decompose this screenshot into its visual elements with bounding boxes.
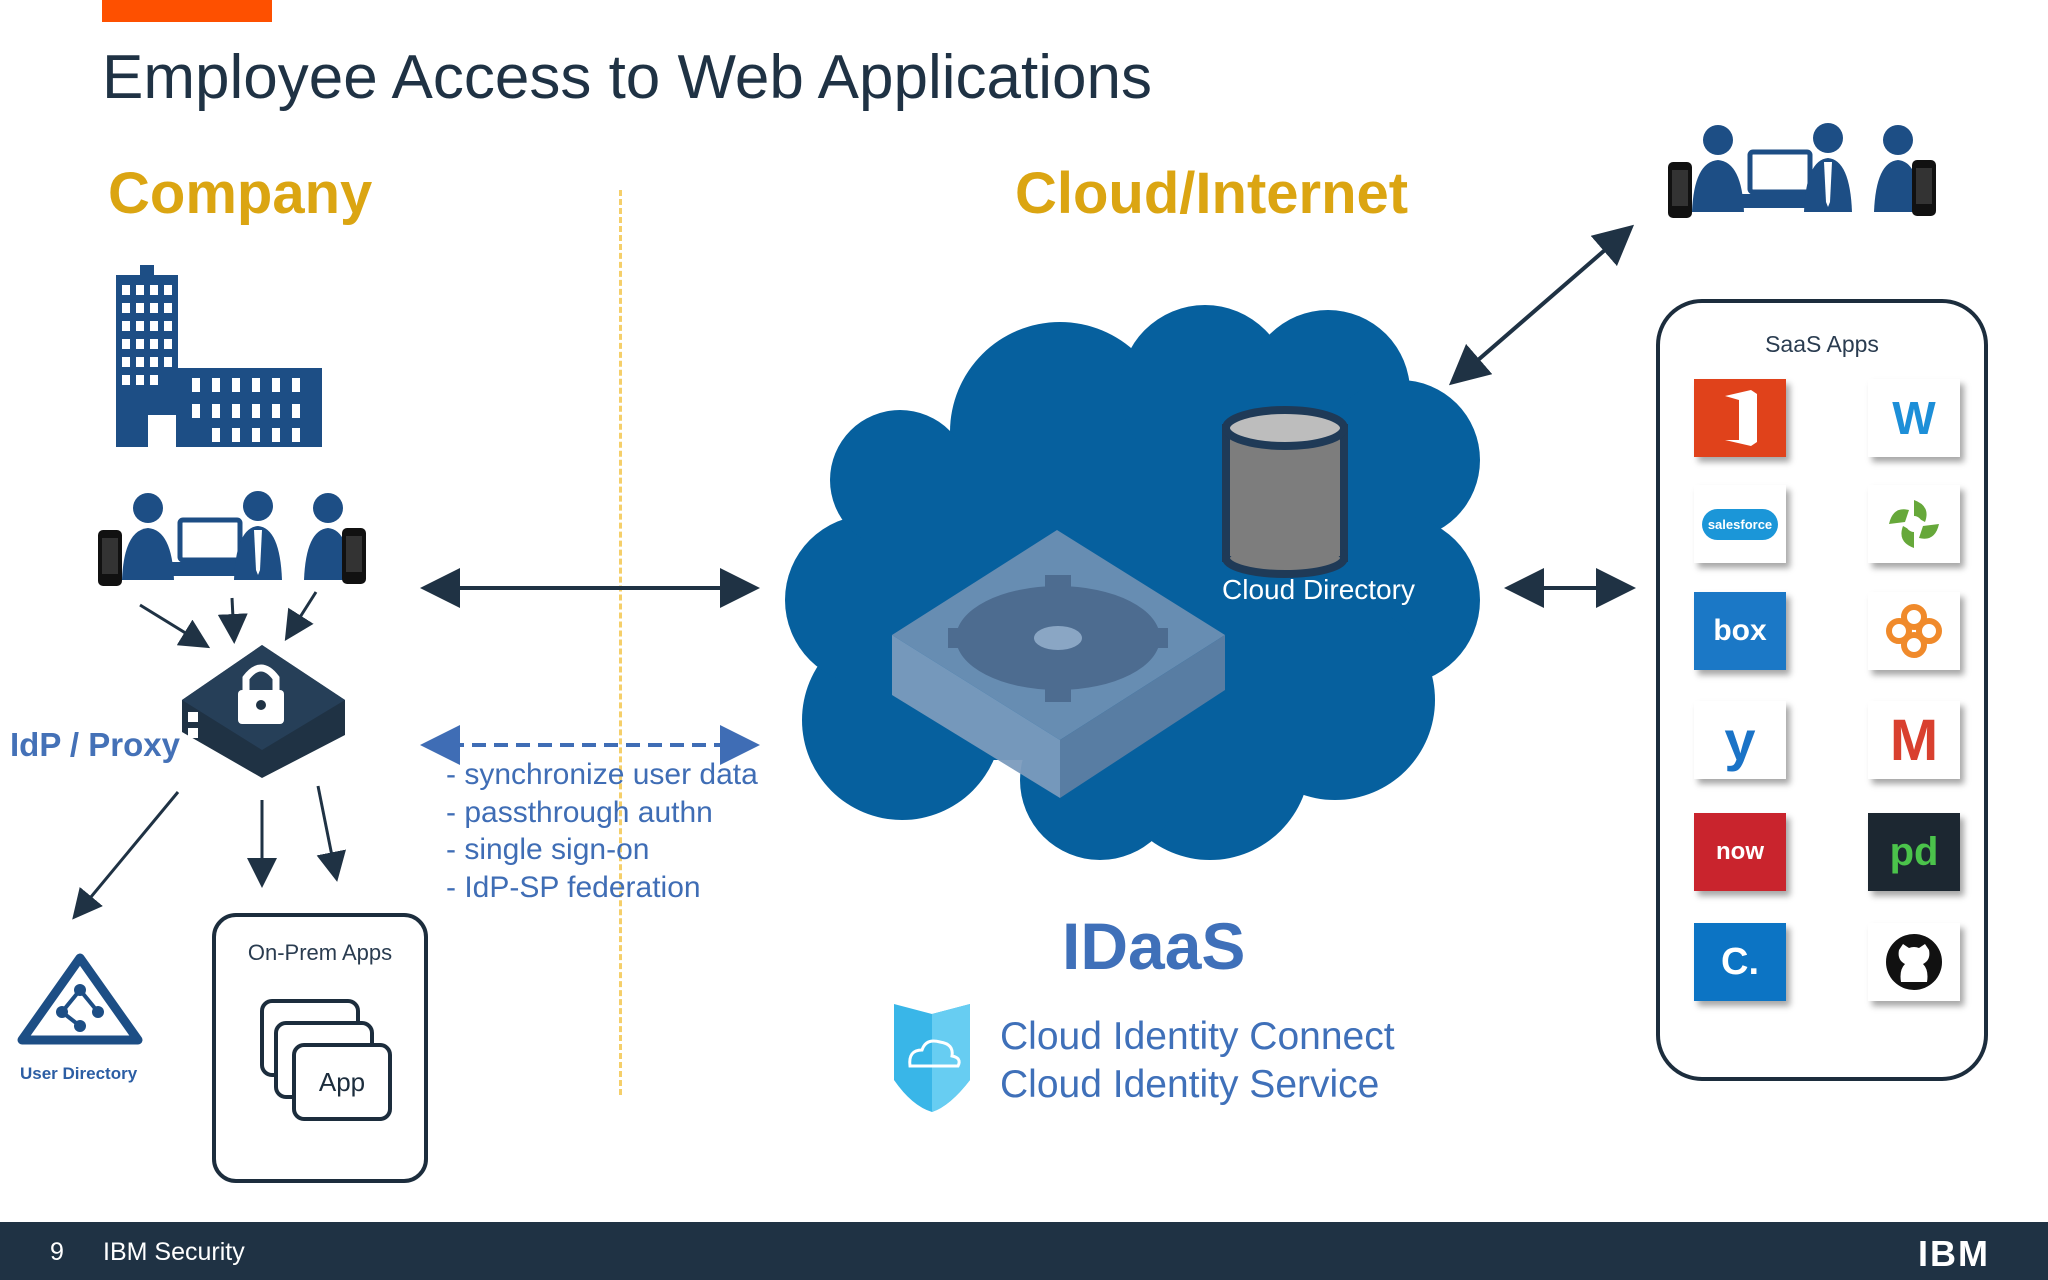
sync-capabilities-list: - synchronize user data - passthrough au… <box>446 756 758 906</box>
idp-proxy-label: IdP / Proxy <box>10 726 180 763</box>
footer-brand: IBM Security <box>103 1238 245 1266</box>
ibm-logo: IBM <box>1918 1233 1990 1274</box>
yammer-glyph: y <box>1724 708 1756 772</box>
pinwheel-icon[interactable] <box>1868 485 1960 563</box>
pinwheel-glyph <box>1889 500 1939 548</box>
cloud-directory-label: Cloud Directory <box>1222 574 1415 605</box>
box-glyph: box <box>1713 614 1767 647</box>
gmail-glyph: M <box>1889 707 1939 773</box>
servicenow-glyph: now <box>1716 838 1764 865</box>
employees-devices-icon <box>98 491 366 586</box>
database-cylinder-icon <box>1222 406 1348 578</box>
idaas-label: IDaaS <box>1062 909 1246 983</box>
workday-icon[interactable]: W <box>1868 379 1960 457</box>
identity-gear-platform-icon <box>892 530 1225 798</box>
yammer-icon[interactable]: y <box>1694 701 1786 779</box>
cloud-heading: Cloud/Internet <box>1015 161 1409 226</box>
salesforce-glyph: salesforce <box>1701 508 1779 540</box>
gmail-icon[interactable]: M <box>1868 701 1960 779</box>
slide-title: Employee Access to Web Applications <box>102 43 1152 112</box>
workday-glyph: W <box>1892 392 1936 444</box>
salesforce-icon[interactable]: salesforce <box>1694 485 1786 563</box>
cloud-identity-shield-icon <box>894 1004 970 1112</box>
office-icon[interactable] <box>1694 379 1786 457</box>
onprem-apps-box: On-Prem Apps App <box>212 913 428 1183</box>
accent-bar <box>102 0 272 22</box>
saas-apps-label: SaaS Apps <box>1765 331 1879 357</box>
box-icon[interactable]: box <box>1694 592 1786 670</box>
webex-glyph <box>1886 604 1942 658</box>
github-glyph <box>1886 934 1942 990</box>
network-boundary-divider <box>619 190 622 1095</box>
user-directory-label: User Directory <box>20 1064 138 1083</box>
sync-item: - IdP-SP federation <box>446 870 701 904</box>
office-building-icon <box>116 265 322 447</box>
sync-item: - passthrough authn <box>446 795 713 829</box>
pagerduty-glyph: pd <box>1889 829 1939 874</box>
remote-employees-icon <box>1668 123 1936 218</box>
servicenow-icon[interactable]: now <box>1694 813 1786 891</box>
page-number: 9 <box>50 1238 64 1266</box>
company-heading: Company <box>108 161 373 226</box>
idp-proxy-appliance-icon <box>182 645 345 778</box>
app-card-front: App <box>292 1043 392 1121</box>
sync-item: - single sign-on <box>446 833 650 866</box>
footer-bar: 9 IBM Security IBM <box>0 1222 2048 1280</box>
office-glyph <box>1725 390 1757 446</box>
sync-item: - synchronize user data <box>446 758 758 791</box>
pagerduty-icon[interactable]: pd <box>1868 813 1960 891</box>
user-directory-icon <box>17 953 143 1045</box>
github-icon[interactable] <box>1868 923 1960 1001</box>
onprem-apps-label: On-Prem Apps <box>247 940 393 965</box>
concur-icon[interactable]: C. <box>1694 923 1786 1001</box>
cloud-identity-connect-label: Cloud Identity Connect <box>1000 1015 1395 1058</box>
webex-icon[interactable] <box>1868 592 1960 670</box>
cloud-identity-service-label: Cloud Identity Service <box>1000 1063 1380 1106</box>
concur-glyph: C. <box>1721 940 1759 983</box>
